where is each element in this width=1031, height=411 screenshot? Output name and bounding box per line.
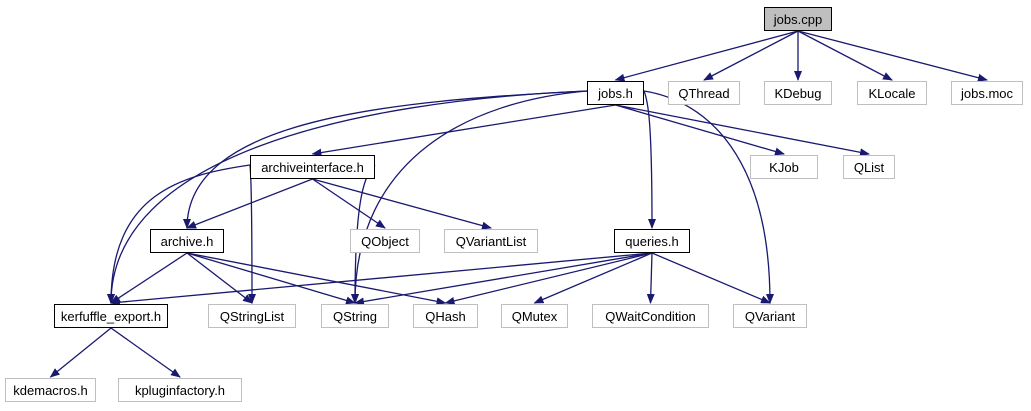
node-label: jobs.h (598, 85, 633, 101)
edge-archiveinterface-h-to-qobject (312, 178, 386, 229)
node-qhash: QHash (413, 304, 478, 328)
node-label: QThread (678, 85, 730, 101)
edge-jobs-cpp-to-jobs-h (614, 30, 799, 82)
edge-queries-h-to-qstring (354, 252, 653, 306)
node-label: kdemacros.h (13, 382, 88, 398)
node-qlist: QList (843, 155, 895, 179)
node-kjob: KJob (750, 155, 818, 179)
edge-archiveinterface-h-to-qstringlist (247, 164, 256, 304)
edge-archiveinterface-h-to-archive-h (186, 178, 313, 229)
node-queries-h[interactable]: queries.h (614, 229, 690, 253)
node-qvariant: QVariant (733, 304, 807, 328)
edge-jobs-h-to-kjob (615, 104, 785, 156)
node-label: QStringList (219, 308, 285, 324)
edge-queries-h-to-qwaitcondition (646, 252, 655, 304)
node-label: kpluginfactory.h (134, 382, 226, 398)
node-qstring: QString (321, 304, 389, 328)
node-label: QList (853, 159, 885, 175)
edge-archiveinterface-h-to-kerfuffle-export-h (107, 164, 251, 304)
node-label: archive.h (160, 233, 214, 249)
edge-archive-h-to-qhash (186, 252, 447, 306)
node-label: KJob (769, 159, 799, 175)
node-archiveinterface-h[interactable]: archiveinterface.h (250, 155, 375, 179)
edge-queries-h-to-qvariant (651, 252, 771, 304)
edge-jobs-h-to-archiveinterface-h (311, 104, 616, 157)
node-label: QString (332, 308, 378, 324)
node-label: QObject (361, 233, 409, 249)
node-qstringlist: QStringList (208, 304, 296, 328)
node-label: KDebug (774, 85, 822, 101)
edge-kerfuffle-export-h-to-kpluginfactory-h (110, 327, 181, 378)
node-klocale: KLocale (857, 81, 927, 105)
node-jobs-moc: jobs.moc (951, 81, 1023, 105)
edge-jobs-h-to-qstring (351, 90, 588, 304)
node-label: jobs.moc (960, 85, 1014, 101)
node-archive-h[interactable]: archive.h (150, 229, 224, 253)
node-kdebug: KDebug (764, 81, 832, 105)
edge-queries-h-to-kerfuffle-export-h (110, 252, 653, 307)
node-qmutex: QMutex (501, 304, 568, 328)
edge-jobs-h-to-qlist (615, 104, 870, 157)
edge-queries-h-to-qhash (444, 252, 653, 305)
edge-jobs-cpp-to-klocale (797, 30, 893, 81)
node-label: QWaitCondition (605, 308, 696, 324)
node-qwaitcondition: QWaitCondition (592, 304, 709, 328)
node-label: archiveinterface.h (261, 159, 364, 175)
edge-archiveinterface-h-to-qvariantlist (312, 178, 492, 230)
node-label: KLocale (868, 85, 916, 101)
node-label: QVariant (744, 308, 796, 324)
edge-jobs-h-to-queries-h (643, 90, 656, 229)
node-kdemacros-h: kdemacros.h (5, 378, 96, 402)
edge-archive-h-to-kerfuffle-export-h (110, 252, 188, 304)
edge-queries-h-to-qmutex (533, 252, 653, 304)
node-jobs-cpp[interactable]: jobs.cpp (764, 7, 832, 31)
node-qthread: QThread (668, 81, 740, 105)
node-label: jobs.cpp (773, 11, 823, 27)
edge-jobs-h-to-kerfuffle-export-h (107, 90, 588, 304)
node-label: QHash (425, 308, 466, 324)
node-qvariantlist: QVariantList (444, 229, 538, 253)
node-kpluginfactory-h: kpluginfactory.h (118, 378, 242, 402)
node-label: QMutex (511, 308, 558, 324)
edge-jobs-cpp-to-qthread (703, 30, 799, 81)
node-kerfuffle-export-h[interactable]: kerfuffle_export.h (54, 304, 168, 328)
edge-archive-h-to-qstringlist (186, 252, 253, 304)
edge-kerfuffle-export-h-to-kdemacros-h (49, 327, 112, 378)
node-label: QVariantList (455, 233, 527, 249)
node-label: kerfuffle_export.h (60, 308, 162, 324)
node-label: queries.h (625, 233, 679, 249)
edge-jobs-cpp-to-jobs-moc (797, 30, 988, 82)
edge-archive-h-to-qstring (186, 252, 356, 305)
node-qobject: QObject (350, 229, 420, 253)
node-jobs-h[interactable]: jobs.h (587, 81, 644, 105)
